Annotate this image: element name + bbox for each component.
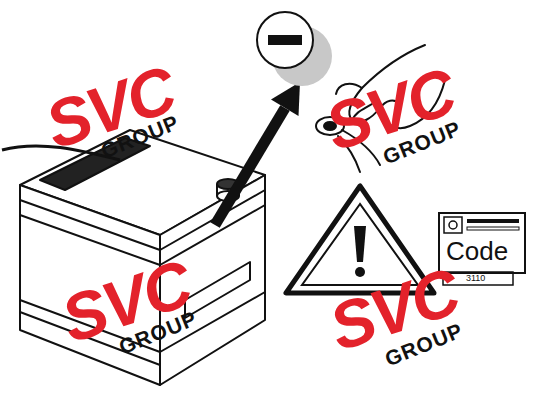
radio-icon [467, 219, 519, 223]
exclamation [354, 226, 366, 262]
code-card: Code [438, 212, 526, 274]
code-text: Code [446, 238, 520, 264]
arrow-head [271, 82, 300, 116]
exclamation-dot [355, 267, 365, 277]
radio-icon [444, 217, 462, 233]
minus-circle [257, 12, 313, 68]
code-number: 3110 [466, 274, 485, 283]
minus-sign [268, 35, 302, 45]
arrow [215, 108, 285, 225]
